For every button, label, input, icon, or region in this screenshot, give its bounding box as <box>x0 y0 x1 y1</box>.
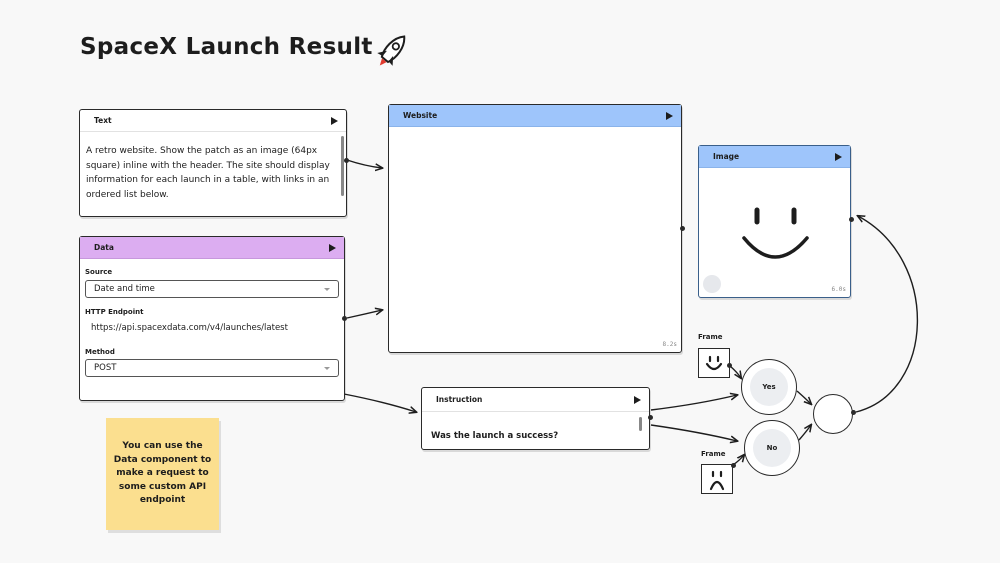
frame-yes[interactable] <box>698 348 730 378</box>
frame-no-output-port[interactable] <box>731 463 736 468</box>
method-label: Method <box>85 348 115 356</box>
image-node[interactable]: Image 6.0s <box>698 145 851 298</box>
source-label: Source <box>85 268 113 276</box>
source-select[interactable]: Date and time <box>85 280 339 298</box>
text-node-label: Text <box>94 116 112 125</box>
instruction-node-label: Instruction <box>436 395 483 404</box>
run-website-node-play-icon[interactable] <box>666 111 673 120</box>
instruction-node[interactable]: Instruction Was the launch a success? <box>421 387 650 450</box>
method-select-value: POST <box>94 363 117 373</box>
sad-face-icon <box>709 470 725 491</box>
canvas-title: SpaceX Launch Result <box>80 34 373 60</box>
data-output-port[interactable] <box>342 316 347 321</box>
instruction-output-port[interactable] <box>648 415 653 420</box>
data-node-header: Data <box>80 237 344 259</box>
happy-face-icon <box>705 355 723 371</box>
text-node-header: Text <box>80 110 346 132</box>
data-node-label: Data <box>94 243 114 252</box>
smiley-face-icon <box>742 207 809 259</box>
text-node[interactable]: Text A retro website. Show the patch as … <box>79 109 347 217</box>
rocket-icon <box>377 35 406 66</box>
run-image-node-play-icon[interactable] <box>835 152 842 161</box>
chevron-down-icon <box>324 367 330 370</box>
method-select[interactable]: POST <box>85 359 339 377</box>
data-node[interactable]: Data Source Date and time HTTP Endpoint … <box>79 236 345 401</box>
source-select-value: Date and time <box>94 284 155 294</box>
run-data-node-play-icon[interactable] <box>329 243 336 252</box>
instruction-node-scrollbar[interactable] <box>639 417 642 431</box>
branch-no-node[interactable]: No <box>744 420 800 476</box>
image-node-timing: 6.0s <box>831 286 846 293</box>
website-node-header: Website <box>389 105 681 127</box>
instruction-node-content[interactable]: Was the launch a success? <box>431 431 559 441</box>
http-endpoint-field[interactable]: https://api.spacexdata.com/v4/launches/l… <box>91 323 288 333</box>
sticky-note[interactable]: You can use the Data component to make a… <box>106 418 219 530</box>
frame-yes-label: Frame <box>698 333 723 341</box>
website-output-port[interactable] <box>680 226 685 231</box>
image-output-port[interactable] <box>849 217 854 222</box>
website-node[interactable]: Website 8.2s <box>388 104 682 353</box>
run-text-node-play-icon[interactable] <box>331 116 338 125</box>
website-node-label: Website <box>403 111 438 120</box>
text-output-port[interactable] <box>344 158 349 163</box>
merge-node[interactable] <box>813 394 853 434</box>
frame-no[interactable] <box>701 464 733 494</box>
frame-yes-output-port[interactable] <box>727 363 732 368</box>
text-node-content[interactable]: A retro website. Show the patch as an im… <box>86 146 330 200</box>
branch-yes-label: Yes <box>750 368 788 406</box>
image-node-label: Image <box>713 152 740 161</box>
frame-no-label: Frame <box>701 450 726 458</box>
image-node-header: Image <box>699 146 850 168</box>
instruction-node-header: Instruction <box>422 388 649 412</box>
image-node-status-dot <box>703 275 721 293</box>
http-endpoint-label: HTTP Endpoint <box>85 308 144 316</box>
website-node-timing: 8.2s <box>662 341 677 348</box>
branch-no-label: No <box>753 429 791 467</box>
merge-output-port[interactable] <box>851 410 856 415</box>
chevron-down-icon <box>324 288 330 291</box>
text-node-scrollbar[interactable] <box>341 136 344 196</box>
branch-yes-node[interactable]: Yes <box>741 359 797 415</box>
run-instruction-node-play-icon[interactable] <box>634 395 641 404</box>
